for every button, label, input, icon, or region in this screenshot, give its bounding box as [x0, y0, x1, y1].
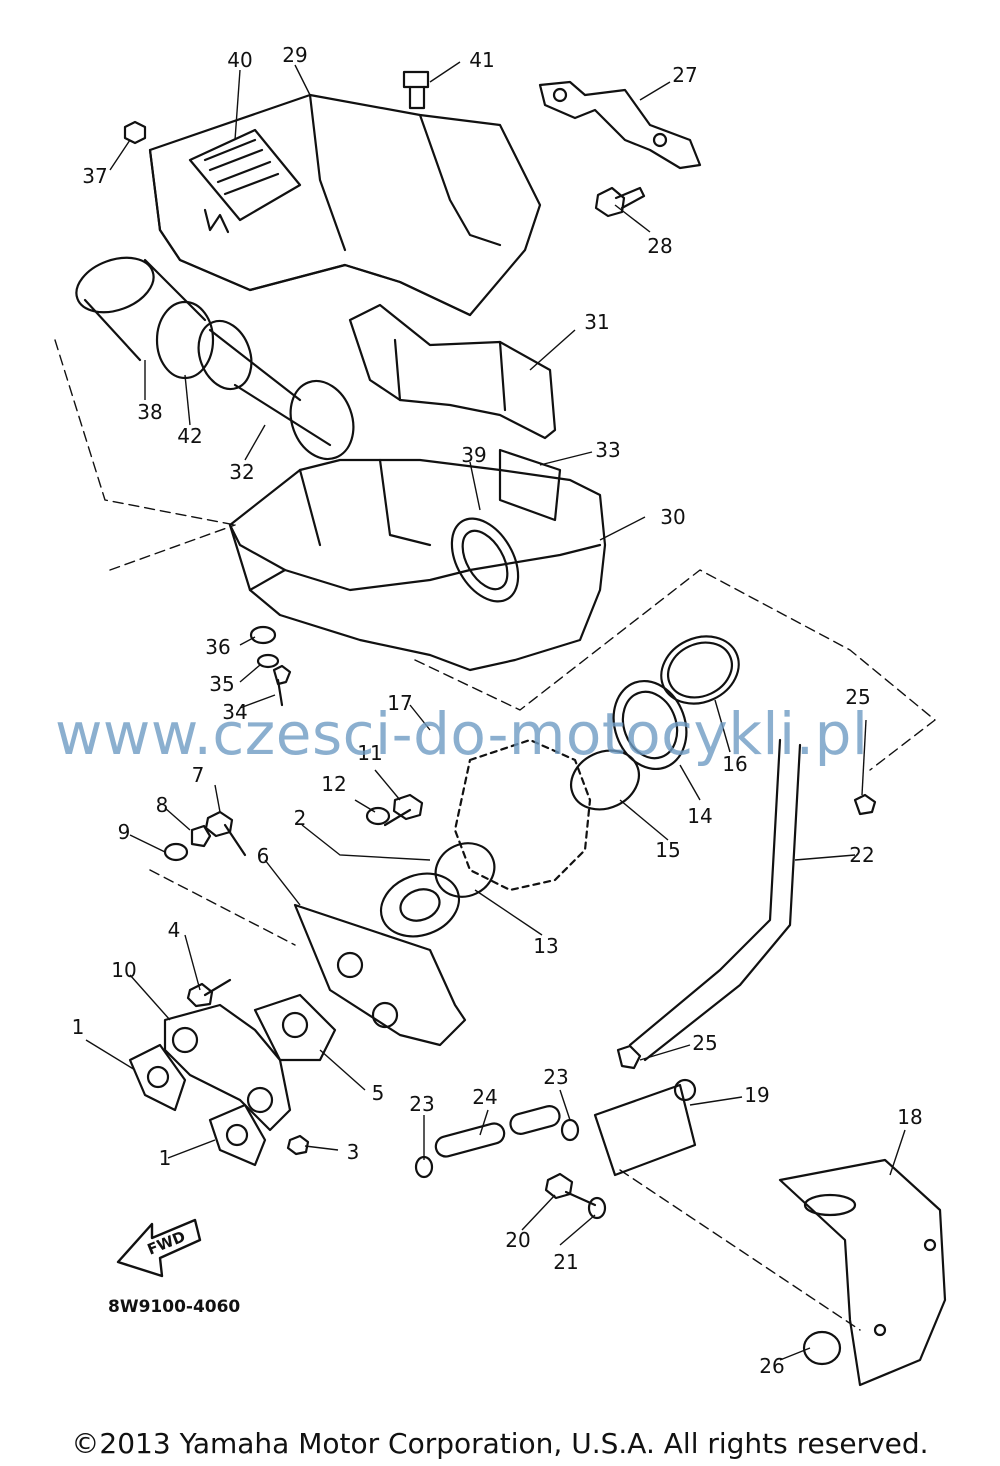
part-label-41: 41	[469, 48, 495, 72]
air-cleaner-case	[228, 458, 607, 672]
bolt-20	[544, 1172, 597, 1207]
washer-21	[587, 1196, 607, 1220]
case-outlet-39	[450, 517, 520, 603]
part-label-25-lower: 25	[692, 1031, 718, 1055]
nut-37	[123, 120, 147, 145]
part-label-2: 2	[293, 806, 307, 830]
part-label-32: 32	[229, 460, 255, 484]
part-label-34: 34	[222, 700, 248, 724]
part-label-28: 28	[647, 234, 673, 258]
part-label-16: 16	[722, 752, 748, 776]
bolt-11	[383, 793, 424, 827]
clamp-13	[434, 842, 496, 898]
carburetor-outline	[453, 738, 592, 892]
carb-joint-2	[379, 872, 461, 938]
leader-lines	[85, 61, 906, 1361]
copyright-notice: ©2013 Yamaha Motor Corporation, U.S.A. A…	[71, 1427, 929, 1460]
part-label-26: 26	[759, 1354, 785, 1378]
filter-element-33	[498, 448, 562, 522]
bolt-41	[402, 70, 430, 110]
gasket-1-upper	[128, 1043, 187, 1112]
gasket-1-lower	[208, 1103, 267, 1167]
plate-6	[293, 903, 467, 1047]
diagram-code: 8W9100-4060	[108, 1297, 241, 1317]
bolt-28	[594, 186, 646, 218]
part-label-23-right: 23	[543, 1065, 569, 1089]
clamp-15	[570, 749, 640, 811]
bolt-34	[272, 664, 292, 707]
intake-duct-38	[75, 256, 207, 362]
ring-42	[155, 300, 215, 380]
part-label-7: 7	[191, 763, 205, 787]
intake-duct-32	[197, 319, 355, 461]
part-label-9: 9	[117, 820, 131, 844]
clamp-23-right	[560, 1118, 580, 1142]
damper-26	[802, 1330, 842, 1366]
part-label-10: 10	[111, 958, 137, 982]
watermark: www.czesci-do-motocykli.pl	[55, 700, 869, 768]
part-label-35: 35	[209, 672, 235, 696]
part-label-3: 3	[346, 1140, 360, 1164]
part-label-39: 39	[461, 443, 487, 467]
bracket-27	[538, 80, 702, 170]
washer-35	[256, 653, 280, 669]
part-label-12: 12	[321, 772, 347, 796]
air-cleaner-cover	[148, 93, 542, 317]
part-label-29: 29	[282, 43, 308, 67]
part-label-13: 13	[533, 934, 559, 958]
part-label-19: 19	[744, 1083, 770, 1107]
part-label-38: 38	[137, 400, 163, 424]
forward-arrow-icon	[116, 1218, 202, 1278]
part-label-21: 21	[553, 1250, 579, 1274]
washer-12	[365, 806, 391, 826]
clip-25	[853, 793, 877, 816]
washer-8	[190, 824, 212, 848]
part-label-20: 20	[505, 1228, 531, 1252]
canister-19	[593, 1078, 697, 1177]
washer-9	[163, 842, 189, 862]
collar-36	[249, 625, 277, 645]
mounting-bracket-18	[778, 1158, 947, 1387]
part-label-11: 11	[357, 741, 383, 765]
part-label-15: 15	[655, 838, 681, 862]
part-label-42: 42	[177, 424, 203, 448]
breather-hose-22	[628, 738, 782, 1047]
gasket-5	[253, 993, 337, 1062]
part-label-18: 18	[897, 1105, 923, 1129]
part-label-14: 14	[687, 804, 713, 828]
part-label-33: 33	[595, 438, 621, 462]
part-label-8: 8	[155, 793, 169, 817]
part-label-23-left: 23	[409, 1092, 435, 1116]
breather-hose-22-inner	[643, 743, 802, 1062]
rubber-duct-31	[348, 303, 557, 440]
warning-label-plate	[188, 128, 302, 234]
reference-line	[54, 339, 236, 571]
part-label-37: 37	[82, 164, 108, 188]
nut-3	[286, 1134, 310, 1156]
joint-14	[612, 679, 688, 771]
bolt-7	[204, 810, 247, 857]
tube-24	[434, 1105, 561, 1158]
part-label-5: 5	[371, 1081, 385, 1105]
part-label-31: 31	[584, 310, 610, 334]
part-label-24: 24	[472, 1085, 498, 1109]
part-label-27: 27	[672, 63, 698, 87]
reference-line-3	[149, 869, 861, 1331]
part-label-17: 17	[387, 691, 413, 715]
part-label-6: 6	[256, 844, 270, 868]
part-label-40: 40	[227, 48, 253, 72]
part-label-1-upper: 1	[71, 1015, 85, 1039]
part-label-4: 4	[167, 918, 181, 942]
part-label-22: 22	[849, 843, 875, 867]
reference-line-2	[414, 569, 936, 771]
bolt-4	[186, 978, 232, 1008]
part-label-36: 36	[205, 635, 231, 659]
part-label-1-lower: 1	[158, 1146, 172, 1170]
part-label-25-upper: 25	[845, 685, 871, 709]
part-label-30: 30	[660, 505, 686, 529]
intake-manifold-10	[163, 1003, 292, 1132]
clip-25-lower	[616, 1044, 642, 1070]
